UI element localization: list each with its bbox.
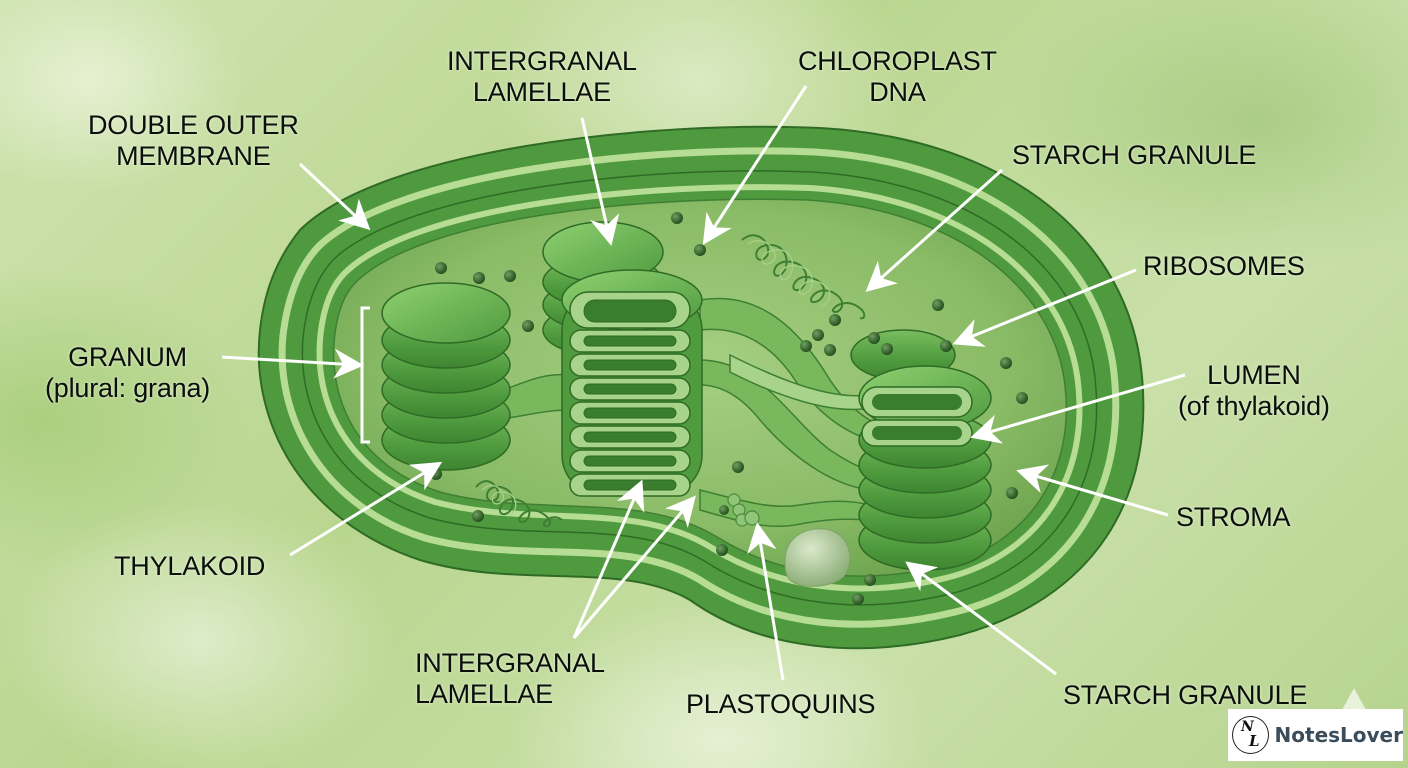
arrow-thylakoid — [289, 461, 443, 557]
label-line: GRANUM — [68, 342, 187, 372]
logo-letter: N — [1241, 719, 1254, 735]
label-line: INTERGRANAL — [415, 648, 605, 678]
label-lumen: LUMEN (of thylakoid) — [1178, 360, 1330, 422]
label-intergranal-lamellae-top: INTERGRANAL LAMELLAE — [447, 46, 637, 108]
label-line: INTERGRANAL — [447, 46, 637, 76]
watermark-logo: N L NotesLover — [1228, 709, 1403, 761]
label-line: MEMBRANE — [116, 141, 271, 171]
label-plastoquins: PLASTOQUINS — [686, 689, 876, 720]
arrow-lumen — [970, 373, 1186, 444]
granum-right — [850, 329, 992, 571]
decorative-triangle — [1342, 688, 1366, 710]
starch-granule — [784, 528, 851, 587]
brand-name: NotesLover — [1274, 723, 1403, 747]
arrow-plastoquins — [747, 522, 785, 681]
label-line: LAMELLAE — [472, 77, 611, 107]
arrow-starch-granule-top — [865, 168, 1003, 292]
arrow-granum — [221, 348, 364, 379]
logo-letter: L — [1249, 732, 1260, 750]
label-line: (of thylakoid) — [1178, 391, 1330, 421]
arrow-stroma — [1016, 464, 1169, 517]
label-starch-granule-bottom: STARCH GRANULE — [1063, 680, 1307, 711]
label-stroma: STROMA — [1176, 502, 1291, 533]
label-line: PLASTOQUINS — [686, 689, 876, 719]
arrow-double-outer-membrane — [298, 162, 371, 231]
label-line: DNA — [869, 77, 926, 107]
label-line: STROMA — [1176, 502, 1291, 532]
arrow-ribosomes — [952, 268, 1137, 347]
ribosomes — [430, 212, 1028, 605]
arrow-chloroplast-dna — [702, 85, 808, 246]
arrow-intergranal-lamellae-top — [580, 117, 620, 246]
notes-lover-logo-icon: N L — [1232, 716, 1269, 754]
label-line: LAMELLAE — [415, 679, 553, 709]
chloroplast-dna-coil-bottom — [475, 480, 563, 528]
plastoquins-cluster — [727, 493, 760, 527]
label-line: STARCH GRANULE — [1012, 140, 1257, 170]
label-line: DOUBLE OUTER — [88, 110, 299, 140]
granum-middle-cutaway — [561, 269, 703, 497]
label-thylakoid: THYLAKOID — [114, 551, 265, 582]
chloroplast-dna-coil-top — [741, 234, 866, 320]
label-starch-granule-top: STARCH GRANULE — [1012, 140, 1256, 171]
arrow-starch-granule-bottom — [905, 561, 1057, 676]
label-line: CHLOROPLAST — [798, 46, 997, 76]
label-intergranal-lamellae-bottom: INTERGRANAL LAMELLAE — [415, 648, 605, 710]
label-ribosomes: RIBOSOMES — [1143, 251, 1305, 282]
label-line: (plural: grana) — [45, 373, 211, 403]
label-granum: GRANUM (plural: grana) — [45, 342, 210, 404]
label-line: RIBOSOMES — [1143, 251, 1305, 281]
granum-left — [360, 282, 511, 471]
arrow-intergranal-lamellae-bottom-2 — [572, 495, 696, 639]
label-chloroplast-dna: CHLOROPLAST DNA — [798, 46, 997, 108]
label-arrows — [221, 85, 1186, 681]
label-line: STARCH GRANULE — [1063, 680, 1308, 710]
label-line: LUMEN — [1207, 360, 1301, 390]
label-double-outer-membrane: DOUBLE OUTER MEMBRANE — [88, 110, 299, 172]
label-line: THYLAKOID — [114, 551, 266, 581]
arrow-intergranal-lamellae-bottom-1 — [572, 479, 645, 639]
